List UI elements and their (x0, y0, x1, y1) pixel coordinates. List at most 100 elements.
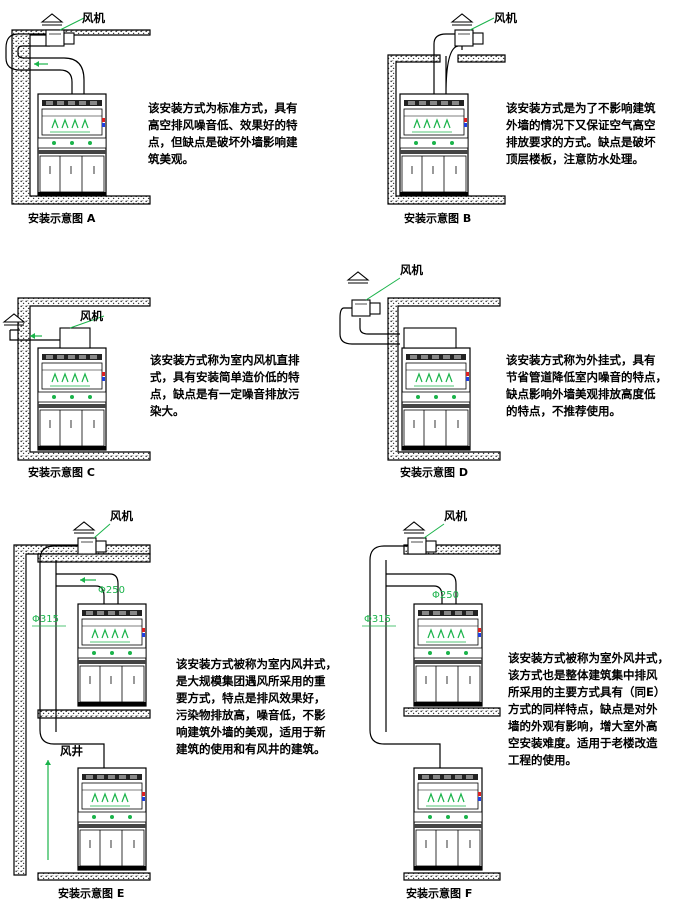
sash-window (417, 618, 479, 646)
fan-label-d: 风机 (400, 263, 423, 277)
indicator-red (466, 372, 469, 376)
desc-line: 高空排风噪音低、效果好的特 (148, 118, 298, 132)
label-leader (469, 17, 495, 31)
caption-b: 安装示意图 B (404, 211, 471, 225)
panel-button (430, 101, 437, 105)
panel-button (130, 775, 137, 779)
airflow-arrowhead (45, 760, 51, 765)
valve-knob (450, 141, 454, 145)
airflow-arrows (427, 628, 465, 639)
panel-button (130, 611, 137, 615)
desc-line: 该方式也是整体建筑集中排风 (508, 668, 658, 682)
desc-line: 污染物排放高，噪音低，不影 (176, 708, 326, 722)
indicator-red (142, 792, 145, 796)
panel-button (68, 101, 75, 105)
airflow-arrows (51, 118, 89, 129)
desc-line: 筑美观。 (148, 152, 194, 166)
panel-button (97, 775, 104, 779)
wall-d (387, 297, 501, 461)
panel-button (46, 355, 53, 359)
panel-button (452, 101, 459, 105)
desc-line: 的特点，不推荐使用。 (506, 404, 621, 418)
duct-a-inner (17, 45, 85, 94)
countertop-edge (400, 150, 468, 154)
desc-line: 该安装方式称为外挂式，具有 (506, 353, 656, 367)
base-cabinet (79, 829, 145, 867)
airflow-arrows (427, 792, 465, 803)
panel-button (68, 355, 75, 359)
wall-a (11, 29, 151, 205)
countertop-edge (402, 404, 470, 408)
dim-large-e: Φ315 (32, 614, 59, 625)
desc-line: 染大。 (150, 404, 185, 418)
valve-knob (446, 815, 450, 819)
indicator-blue (466, 377, 469, 381)
rain-cap (402, 521, 426, 531)
panel-button (422, 775, 429, 779)
indicator-blue (142, 633, 145, 637)
panel-button (108, 775, 115, 779)
valve-knob (452, 395, 456, 399)
sash-window (405, 362, 467, 390)
indicator-blue (142, 797, 145, 801)
valve-knob (52, 141, 56, 145)
base-cabinet (79, 665, 145, 703)
duct-b (433, 33, 463, 95)
base-cabinet (415, 829, 481, 867)
desc-line: 墙的外观有影响，增大室外高 (508, 719, 658, 733)
dim-large-f: Φ315 (364, 614, 391, 625)
caption-d: 安装示意图 D (400, 465, 468, 479)
fan-unit (59, 327, 91, 349)
fume-hood-cabinet (77, 767, 147, 871)
indicator-blue (102, 377, 105, 381)
valve-knob (52, 395, 56, 399)
plinth (78, 702, 146, 706)
panel-button (86, 611, 93, 615)
wall-b-left (387, 54, 506, 205)
desc-line: 空安装难度。适用于老楼改造 (508, 736, 658, 750)
indicator-blue (464, 123, 467, 127)
desc-line: 所采用的主要方式具有（同E） (508, 685, 666, 699)
plinth (38, 446, 106, 450)
desc-line: 工程的使用。 (508, 753, 577, 767)
panel-button (441, 101, 448, 105)
fan-motor (95, 540, 107, 553)
wall-c (17, 297, 151, 461)
description-a: 该安装方式为标准方式，具有 高空排风噪音低、效果好的特 点，但缺点是破坏外墙影响… (148, 100, 353, 168)
sash-window (417, 782, 479, 810)
wall-e-floor (37, 872, 151, 881)
duct-e-shaft (39, 545, 105, 768)
duct-f-branch-inner (386, 585, 443, 604)
description-c: 该安装方式称为室内风机直排 式，具有安装简单造价低的特 点，缺点是有一定噪音排放… (150, 352, 355, 420)
duct-f-shaft (369, 545, 441, 768)
fan-label-a: 风机 (82, 11, 105, 25)
duct-e-branch (55, 560, 119, 732)
airflow-arrows (91, 792, 129, 803)
desc-line: 顶层楼板，注意防水处理。 (506, 152, 644, 166)
airflow-arrowhead (34, 61, 39, 67)
fume-hood-cabinet (37, 93, 107, 197)
panel-button (46, 101, 53, 105)
valve-knob (428, 815, 432, 819)
rain-cap (40, 13, 64, 23)
sash-window (81, 782, 143, 810)
label-leader (423, 523, 445, 539)
wall-b-right (457, 54, 506, 63)
valve-knob (110, 815, 114, 819)
indicator-blue (478, 633, 481, 637)
panel-button (90, 355, 97, 359)
fume-hood-cabinet (37, 347, 107, 451)
desc-line: 该安装方式是为了不影响建筑 (506, 101, 656, 115)
shaft-label-e: 风井 (60, 744, 83, 758)
airflow-arrows (415, 372, 453, 383)
label-leader (59, 17, 85, 31)
indicator-red (478, 792, 481, 796)
desc-line: 排放要求的方式。缺点是破坏 (506, 135, 656, 149)
plinth (400, 192, 468, 196)
caption-c: 安装示意图 C (28, 465, 95, 479)
sash-window (41, 108, 103, 136)
caption-f: 安装示意图 F (406, 886, 472, 900)
countertop-edge (414, 660, 482, 664)
base-cabinet (415, 665, 481, 703)
